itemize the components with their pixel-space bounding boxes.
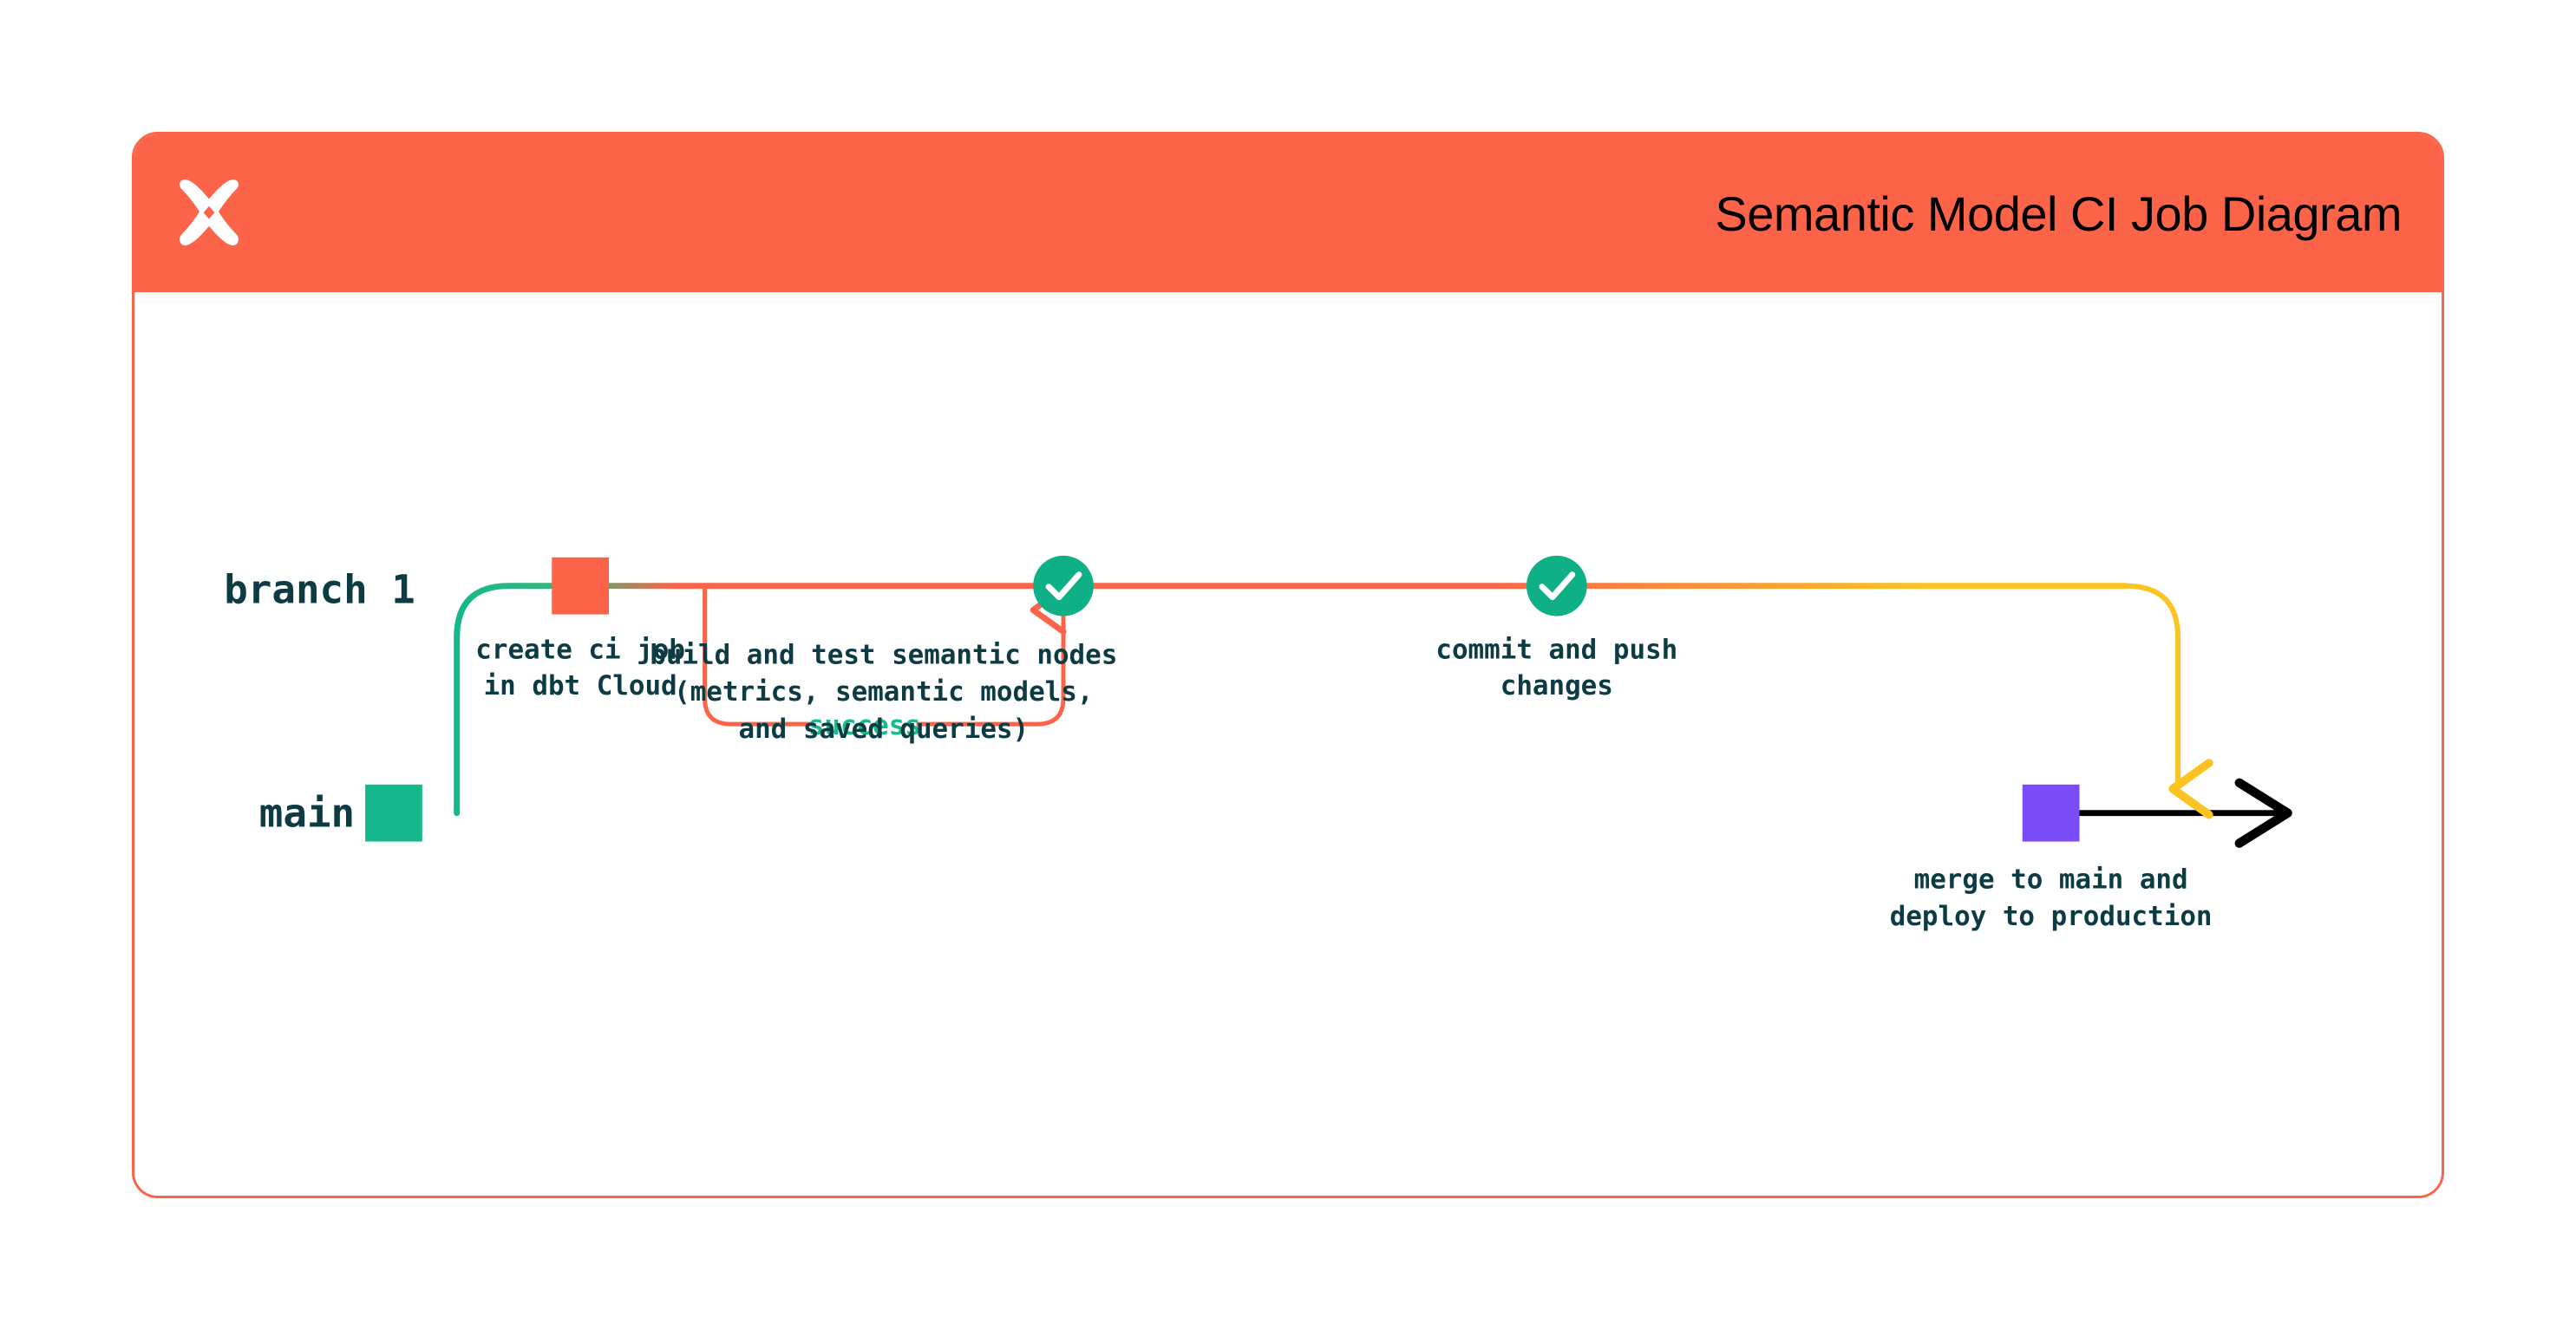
page-title: Semantic Model CI Job Diagram: [1715, 186, 2402, 241]
ci-flow-diagram: success: [224, 555, 2292, 932]
node-merge-to-main[interactable]: [2022, 784, 2080, 842]
branch-1-lane-line: [454, 583, 2129, 817]
node-main-commit[interactable]: [365, 784, 422, 842]
lane-label-branch-1: branch 1: [224, 566, 415, 613]
label-create-ci-job-line1: create ci job: [475, 634, 685, 665]
label-build-test-line2: (metrics, semantic models,: [674, 676, 1093, 708]
check-circle-bg: [1526, 555, 1587, 616]
card-header: Semantic Model CI Job Diagram: [134, 134, 2442, 292]
success-loop-right: [916, 585, 1067, 727]
diagram-card: Semantic Model CI Job Diagram: [132, 132, 2444, 1198]
dbt-x-logo-icon: [169, 173, 249, 253]
label-build-test-line3: and saved queries): [738, 714, 1029, 745]
label-merge-line2: deploy to production: [1890, 901, 2213, 932]
success-loop-left: [703, 585, 814, 727]
label-commit-push-line2: changes: [1500, 670, 1613, 701]
label-merge-line1: merge to main and: [1914, 864, 2188, 895]
label-create-ci-job-line2: in dbt Cloud: [484, 670, 677, 701]
node-commit-and-push[interactable]: [1526, 555, 1587, 616]
label-commit-push-line1: commit and push: [1435, 634, 1677, 665]
card-body: success: [134, 292, 2442, 1196]
success-label: success: [808, 710, 921, 741]
check-circle-bg: [1033, 555, 1094, 616]
check-icon: [1045, 571, 1082, 601]
merge-down-arrow: [2126, 583, 2213, 819]
node-build-and-test[interactable]: [1033, 555, 1094, 616]
node-create-ci-job[interactable]: [552, 557, 610, 615]
label-build-test-line1: build and test semantic nodes: [650, 639, 1117, 670]
lane-label-main: main: [259, 790, 355, 837]
check-icon: [1539, 571, 1576, 601]
